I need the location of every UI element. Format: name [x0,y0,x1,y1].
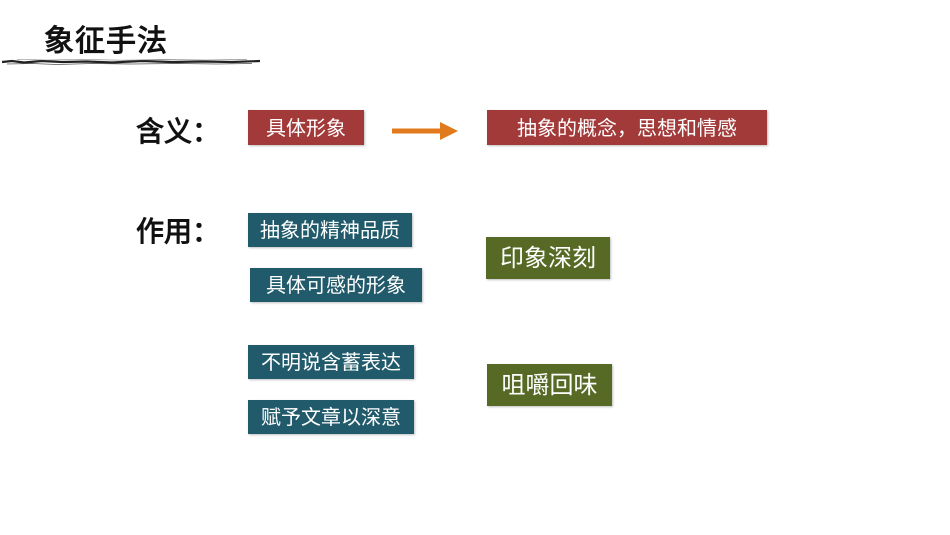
meaning-label: 含义： [136,115,221,148]
title-underline [2,59,260,65]
right-arrow-icon [392,122,458,140]
meaning-concrete-image-box: 具体形象 [248,110,364,145]
function-result-impression: 印象深刻 [486,237,610,279]
function-item-abstract-spirit: 抽象的精神品质 [248,213,412,247]
function-item-concrete-image: 具体可感的形象 [250,268,422,302]
meaning-abstract-concept-box: 抽象的概念，思想和情感 [487,110,767,145]
function-label: 作用： [136,215,221,248]
function-item-implicit-expression: 不明说含蓄表达 [248,345,414,379]
function-result-savor: 咀嚼回味 [487,364,612,406]
page-title: 象征手法 [44,24,168,59]
function-item-deep-meaning: 赋予文章以深意 [248,400,414,434]
